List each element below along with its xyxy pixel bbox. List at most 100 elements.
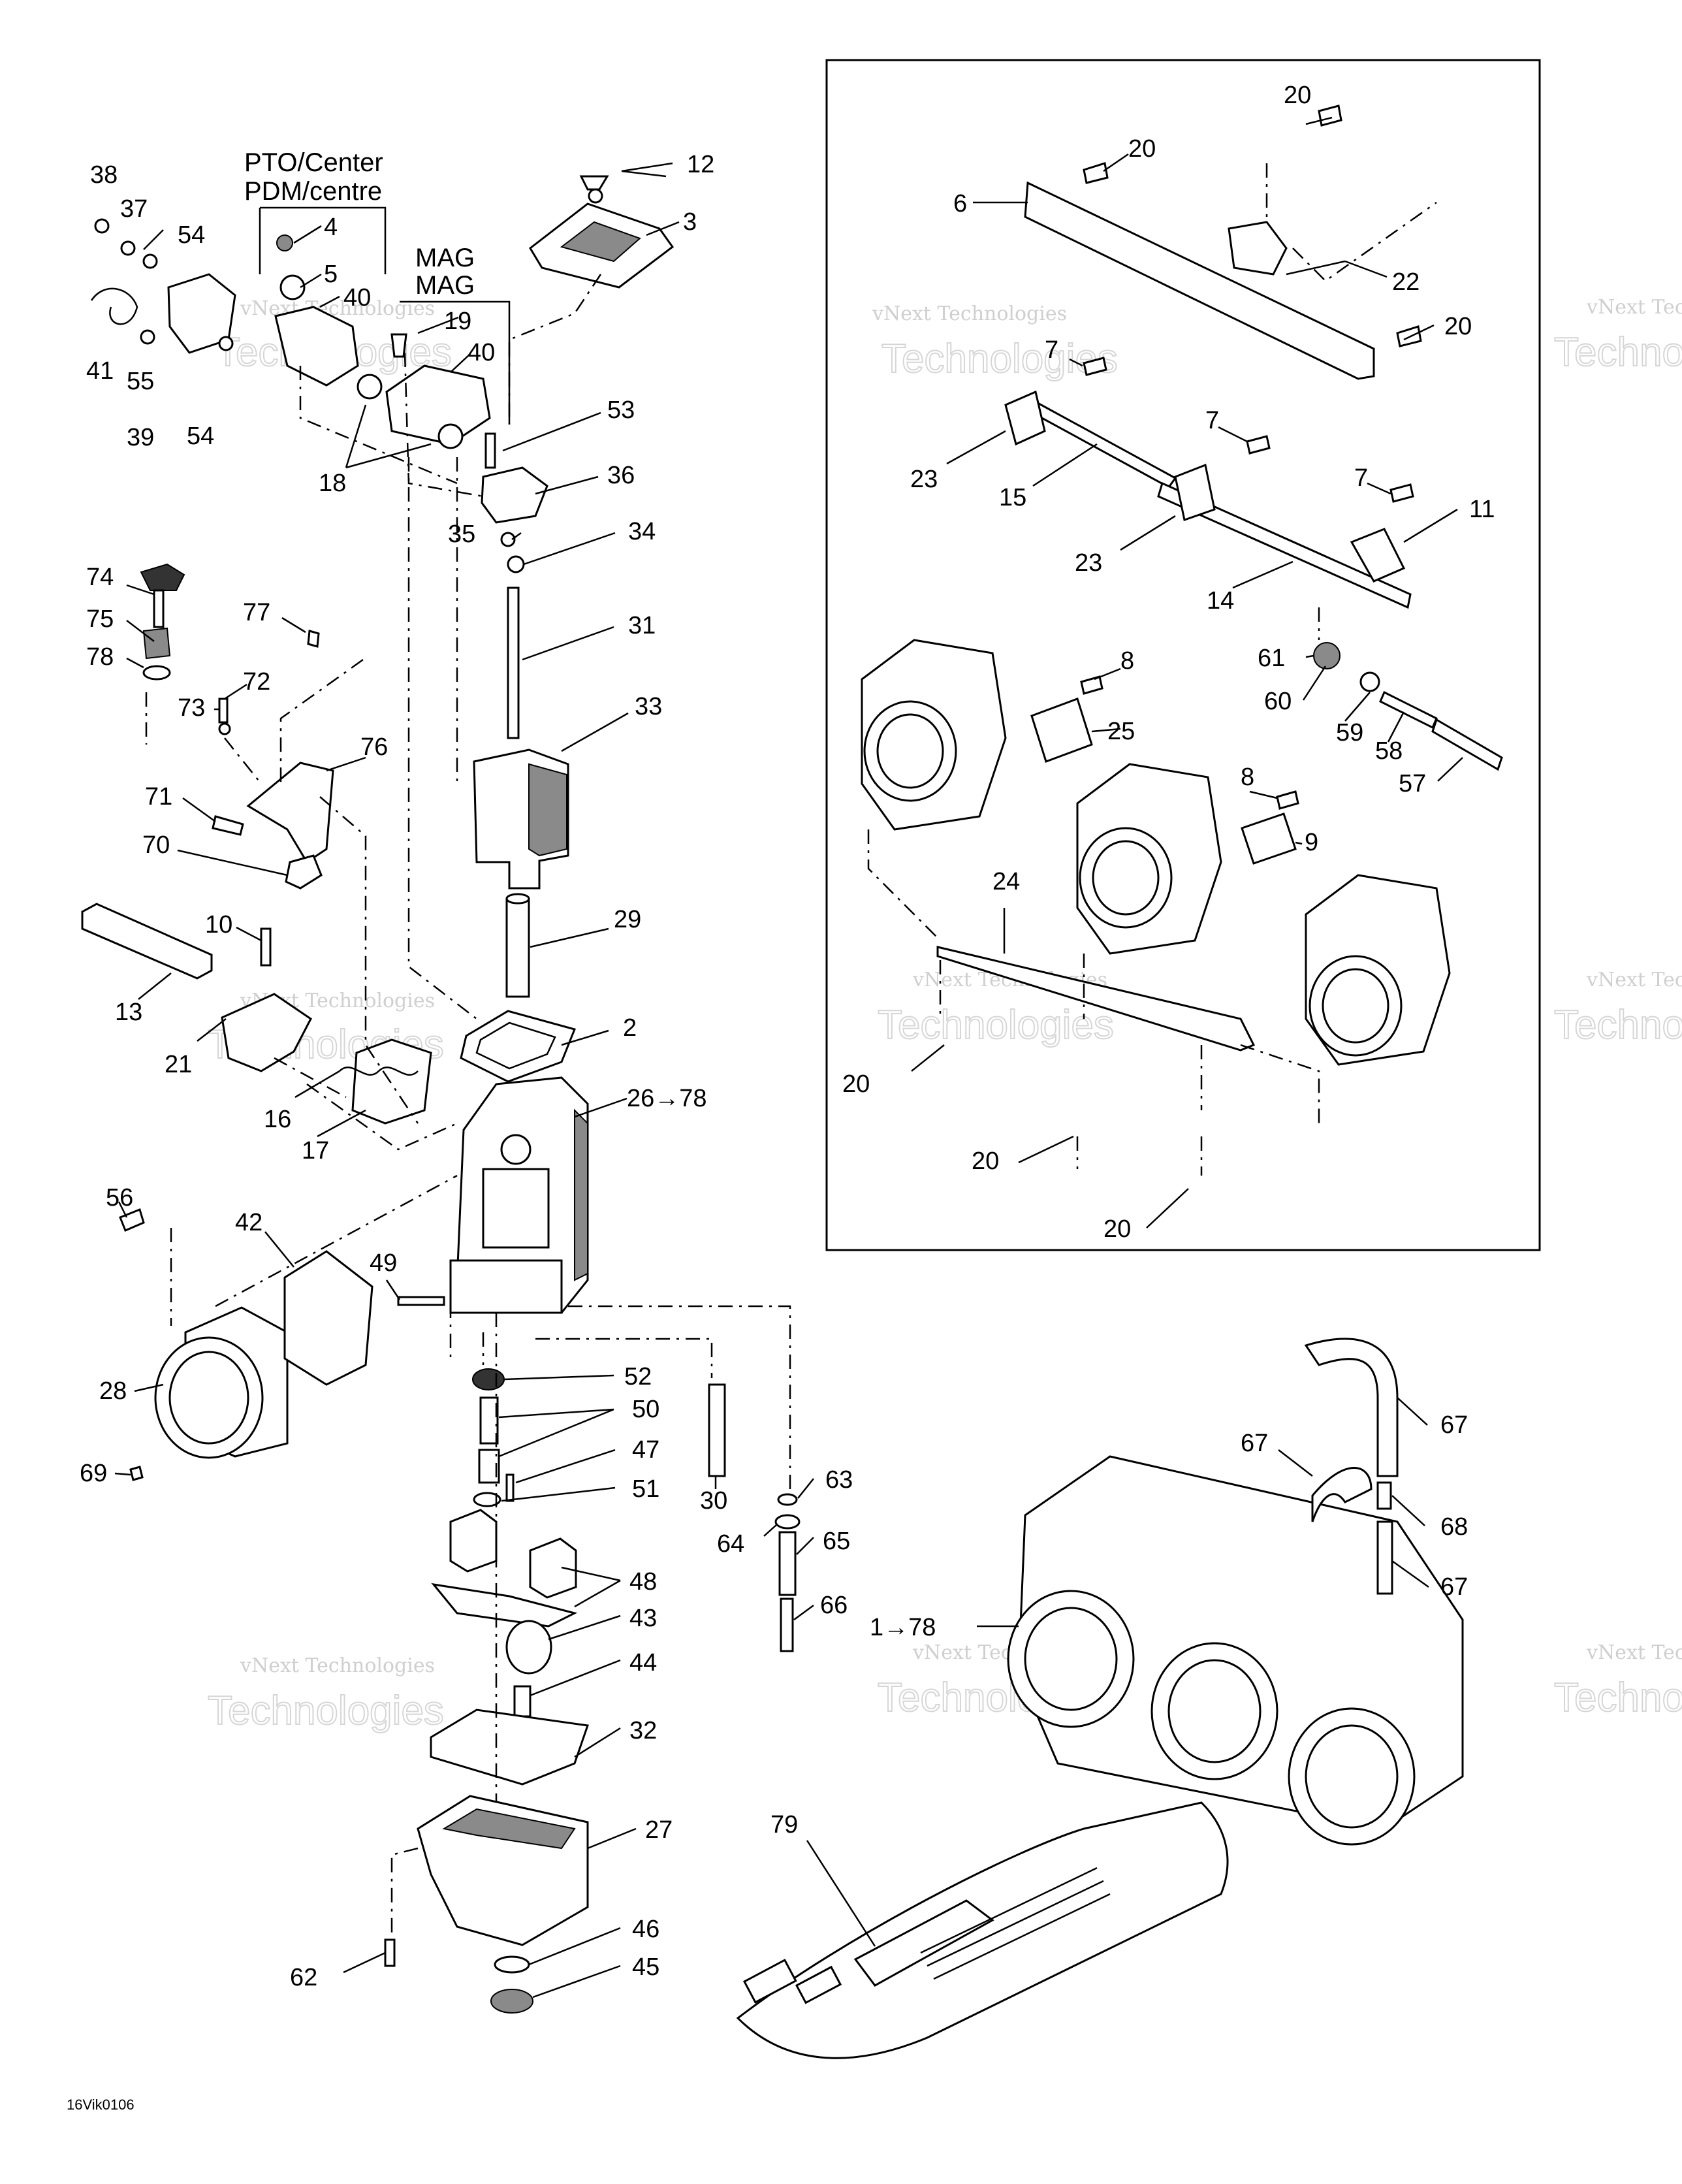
callout: 33 <box>635 693 662 720</box>
callout: 56 <box>106 1184 133 1212</box>
callout: 9 <box>1305 829 1318 856</box>
callout: 40 <box>468 339 495 366</box>
callout: 16 <box>264 1106 291 1133</box>
callout: 18 <box>319 470 346 497</box>
pto-center-header: PTO/Center <box>244 148 383 177</box>
callout: 10 <box>205 911 232 939</box>
inset-panel-frame <box>825 59 1541 1251</box>
callout: 41 <box>86 357 114 385</box>
callout: 21 <box>165 1051 192 1078</box>
inset-parts <box>861 104 1503 1066</box>
callout: 77 <box>243 599 270 626</box>
callout: 12 <box>687 151 714 178</box>
callout: 17 <box>302 1137 329 1164</box>
callout: 39 <box>127 424 154 451</box>
callout: 67 <box>1440 1573 1468 1601</box>
callout: 28 <box>99 1377 127 1405</box>
watermark: Technologies <box>878 1003 1114 1048</box>
callout: 54 <box>178 221 205 249</box>
callout: 2 <box>623 1014 637 1042</box>
watermark: Technologies <box>1554 1675 1682 1720</box>
callout: 24 <box>992 868 1020 895</box>
watermark: vNext Technologies <box>240 297 435 320</box>
callout: 70 <box>142 831 170 859</box>
leader-lines <box>114 116 1463 1999</box>
callout: 64 <box>717 1530 744 1558</box>
callout: 42 <box>235 1209 262 1236</box>
callout: 7 <box>1045 336 1058 364</box>
watermark: Technologies <box>1554 1003 1682 1048</box>
callout: 78 <box>86 643 114 671</box>
alignment-lines <box>145 163 1437 1933</box>
callout: 6 <box>953 190 967 217</box>
callout: 38 <box>90 161 118 189</box>
callout: 74 <box>86 564 114 591</box>
callout: 15 <box>999 484 1026 511</box>
callout: 3 <box>683 208 697 236</box>
callout: 50 <box>632 1396 659 1423</box>
callout: 66 <box>820 1592 848 1619</box>
mag-header-fr: MAG <box>415 271 475 300</box>
callout: 30 <box>700 1487 727 1515</box>
callout: 69 <box>80 1460 107 1487</box>
callout: 19 <box>444 308 471 335</box>
callout: 35 <box>448 521 475 548</box>
callout: 20 <box>1128 135 1156 163</box>
callout: 23 <box>910 466 938 493</box>
callout: 53 <box>607 396 635 424</box>
watermark: vNext Technologies <box>1586 1641 1682 1664</box>
callout: 43 <box>629 1605 657 1632</box>
watermark: Technologies <box>881 336 1118 381</box>
watermark: Technologies <box>208 1688 444 1733</box>
callout: 76 <box>360 733 388 761</box>
callout: 49 <box>370 1249 397 1277</box>
mag-header: MAG <box>415 244 475 272</box>
tool-kit <box>736 1801 1229 2059</box>
callout: 27 <box>645 1816 673 1844</box>
callout: 40 <box>343 284 371 312</box>
callout: 58 <box>1375 737 1403 765</box>
callout: 75 <box>86 605 114 633</box>
callout: 14 <box>1207 587 1234 615</box>
callout: 47 <box>632 1436 659 1464</box>
callout: 34 <box>628 518 656 545</box>
callout: 59 <box>1336 719 1363 747</box>
callout: 22 <box>1392 268 1420 296</box>
callout: 79 <box>770 1811 798 1839</box>
callout: 61 <box>1258 645 1285 672</box>
callout: 8 <box>1120 647 1134 675</box>
watermark: Technologies <box>1554 330 1682 375</box>
callout: 26→78 <box>627 1085 707 1112</box>
figure-code: 16Vik0106 <box>67 2096 135 2113</box>
callout: 37 <box>120 195 148 223</box>
callout: 20 <box>1103 1215 1131 1243</box>
callout: 20 <box>1284 82 1311 109</box>
callout: 23 <box>1075 549 1102 577</box>
callout: 72 <box>243 668 270 696</box>
watermark: vNext Technologies <box>1586 969 1682 991</box>
callout: 25 <box>1107 718 1135 745</box>
callout: 4 <box>324 214 338 241</box>
callout: 1→78 <box>870 1614 936 1641</box>
callout: 20 <box>972 1148 999 1175</box>
callout: 8 <box>1241 763 1254 791</box>
callout: 20 <box>1444 313 1472 340</box>
callout: 5 <box>324 261 338 288</box>
callout: 67 <box>1440 1411 1468 1439</box>
callout: 20 <box>842 1070 870 1098</box>
callout: 55 <box>127 368 154 395</box>
callout: 71 <box>145 783 172 811</box>
callout: 60 <box>1264 688 1292 715</box>
callout: 67 <box>1241 1430 1268 1457</box>
callout: 65 <box>823 1528 850 1555</box>
watermark: vNext Technologies <box>1586 296 1682 319</box>
callout: 57 <box>1399 770 1426 797</box>
callout: 44 <box>629 1649 657 1677</box>
main-carburetor-parts <box>81 175 801 2014</box>
callout: 51 <box>632 1475 659 1503</box>
callout: 54 <box>187 423 214 450</box>
callout: 13 <box>115 999 142 1026</box>
callout: 62 <box>290 1964 317 1991</box>
callout: 45 <box>632 1953 659 1981</box>
